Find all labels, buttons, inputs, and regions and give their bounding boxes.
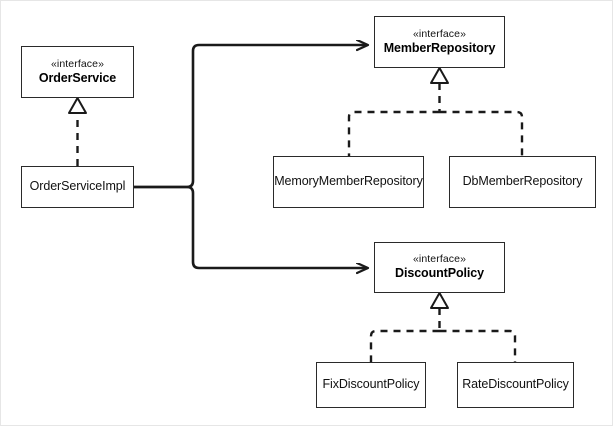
discount-policy-stereotype: «interface» bbox=[412, 253, 467, 266]
node-memory-member-repository[interactable]: MemoryMemberRepository bbox=[273, 156, 424, 208]
order-service-stereotype: «interface» bbox=[50, 57, 105, 70]
realization-triangle-discountpolicy bbox=[430, 292, 449, 309]
node-member-repository[interactable]: «interface» MemberRepository bbox=[374, 16, 505, 68]
node-db-member-repository[interactable]: DbMemberRepository bbox=[449, 156, 596, 208]
node-fix-discount-policy[interactable]: FixDiscountPolicy bbox=[316, 362, 426, 408]
node-order-service-impl[interactable]: OrderServiceImpl bbox=[21, 166, 134, 208]
fix-discount-policy-name: FixDiscountPolicy bbox=[322, 377, 420, 392]
rate-discount-policy-name: RateDiscountPolicy bbox=[462, 377, 569, 392]
memory-member-repository-name: MemoryMemberRepository bbox=[274, 174, 423, 189]
member-repository-stereotype: «interface» bbox=[412, 27, 467, 40]
realization-branch-memorymemberrepository bbox=[347, 110, 440, 156]
realization-branch-ratediscountpolicy bbox=[439, 329, 517, 362]
discount-policy-name: DiscountPolicy bbox=[395, 266, 484, 281]
db-member-repository-name: DbMemberRepository bbox=[462, 174, 583, 189]
realization-branch-dbmemberrepository bbox=[439, 110, 524, 156]
realization-triangle-memberrepository bbox=[430, 67, 449, 84]
order-service-name: OrderService bbox=[38, 70, 117, 85]
node-order-service[interactable]: «interface» OrderService bbox=[21, 46, 134, 98]
node-rate-discount-policy[interactable]: RateDiscountPolicy bbox=[457, 362, 574, 408]
node-discount-policy[interactable]: «interface» DiscountPolicy bbox=[374, 242, 505, 293]
realization-branch-fixdiscountpolicy bbox=[369, 329, 440, 362]
member-repository-name: MemberRepository bbox=[383, 40, 496, 55]
realization-triangle-orderservice bbox=[68, 97, 87, 114]
order-service-impl-name: OrderServiceImpl bbox=[29, 179, 126, 194]
